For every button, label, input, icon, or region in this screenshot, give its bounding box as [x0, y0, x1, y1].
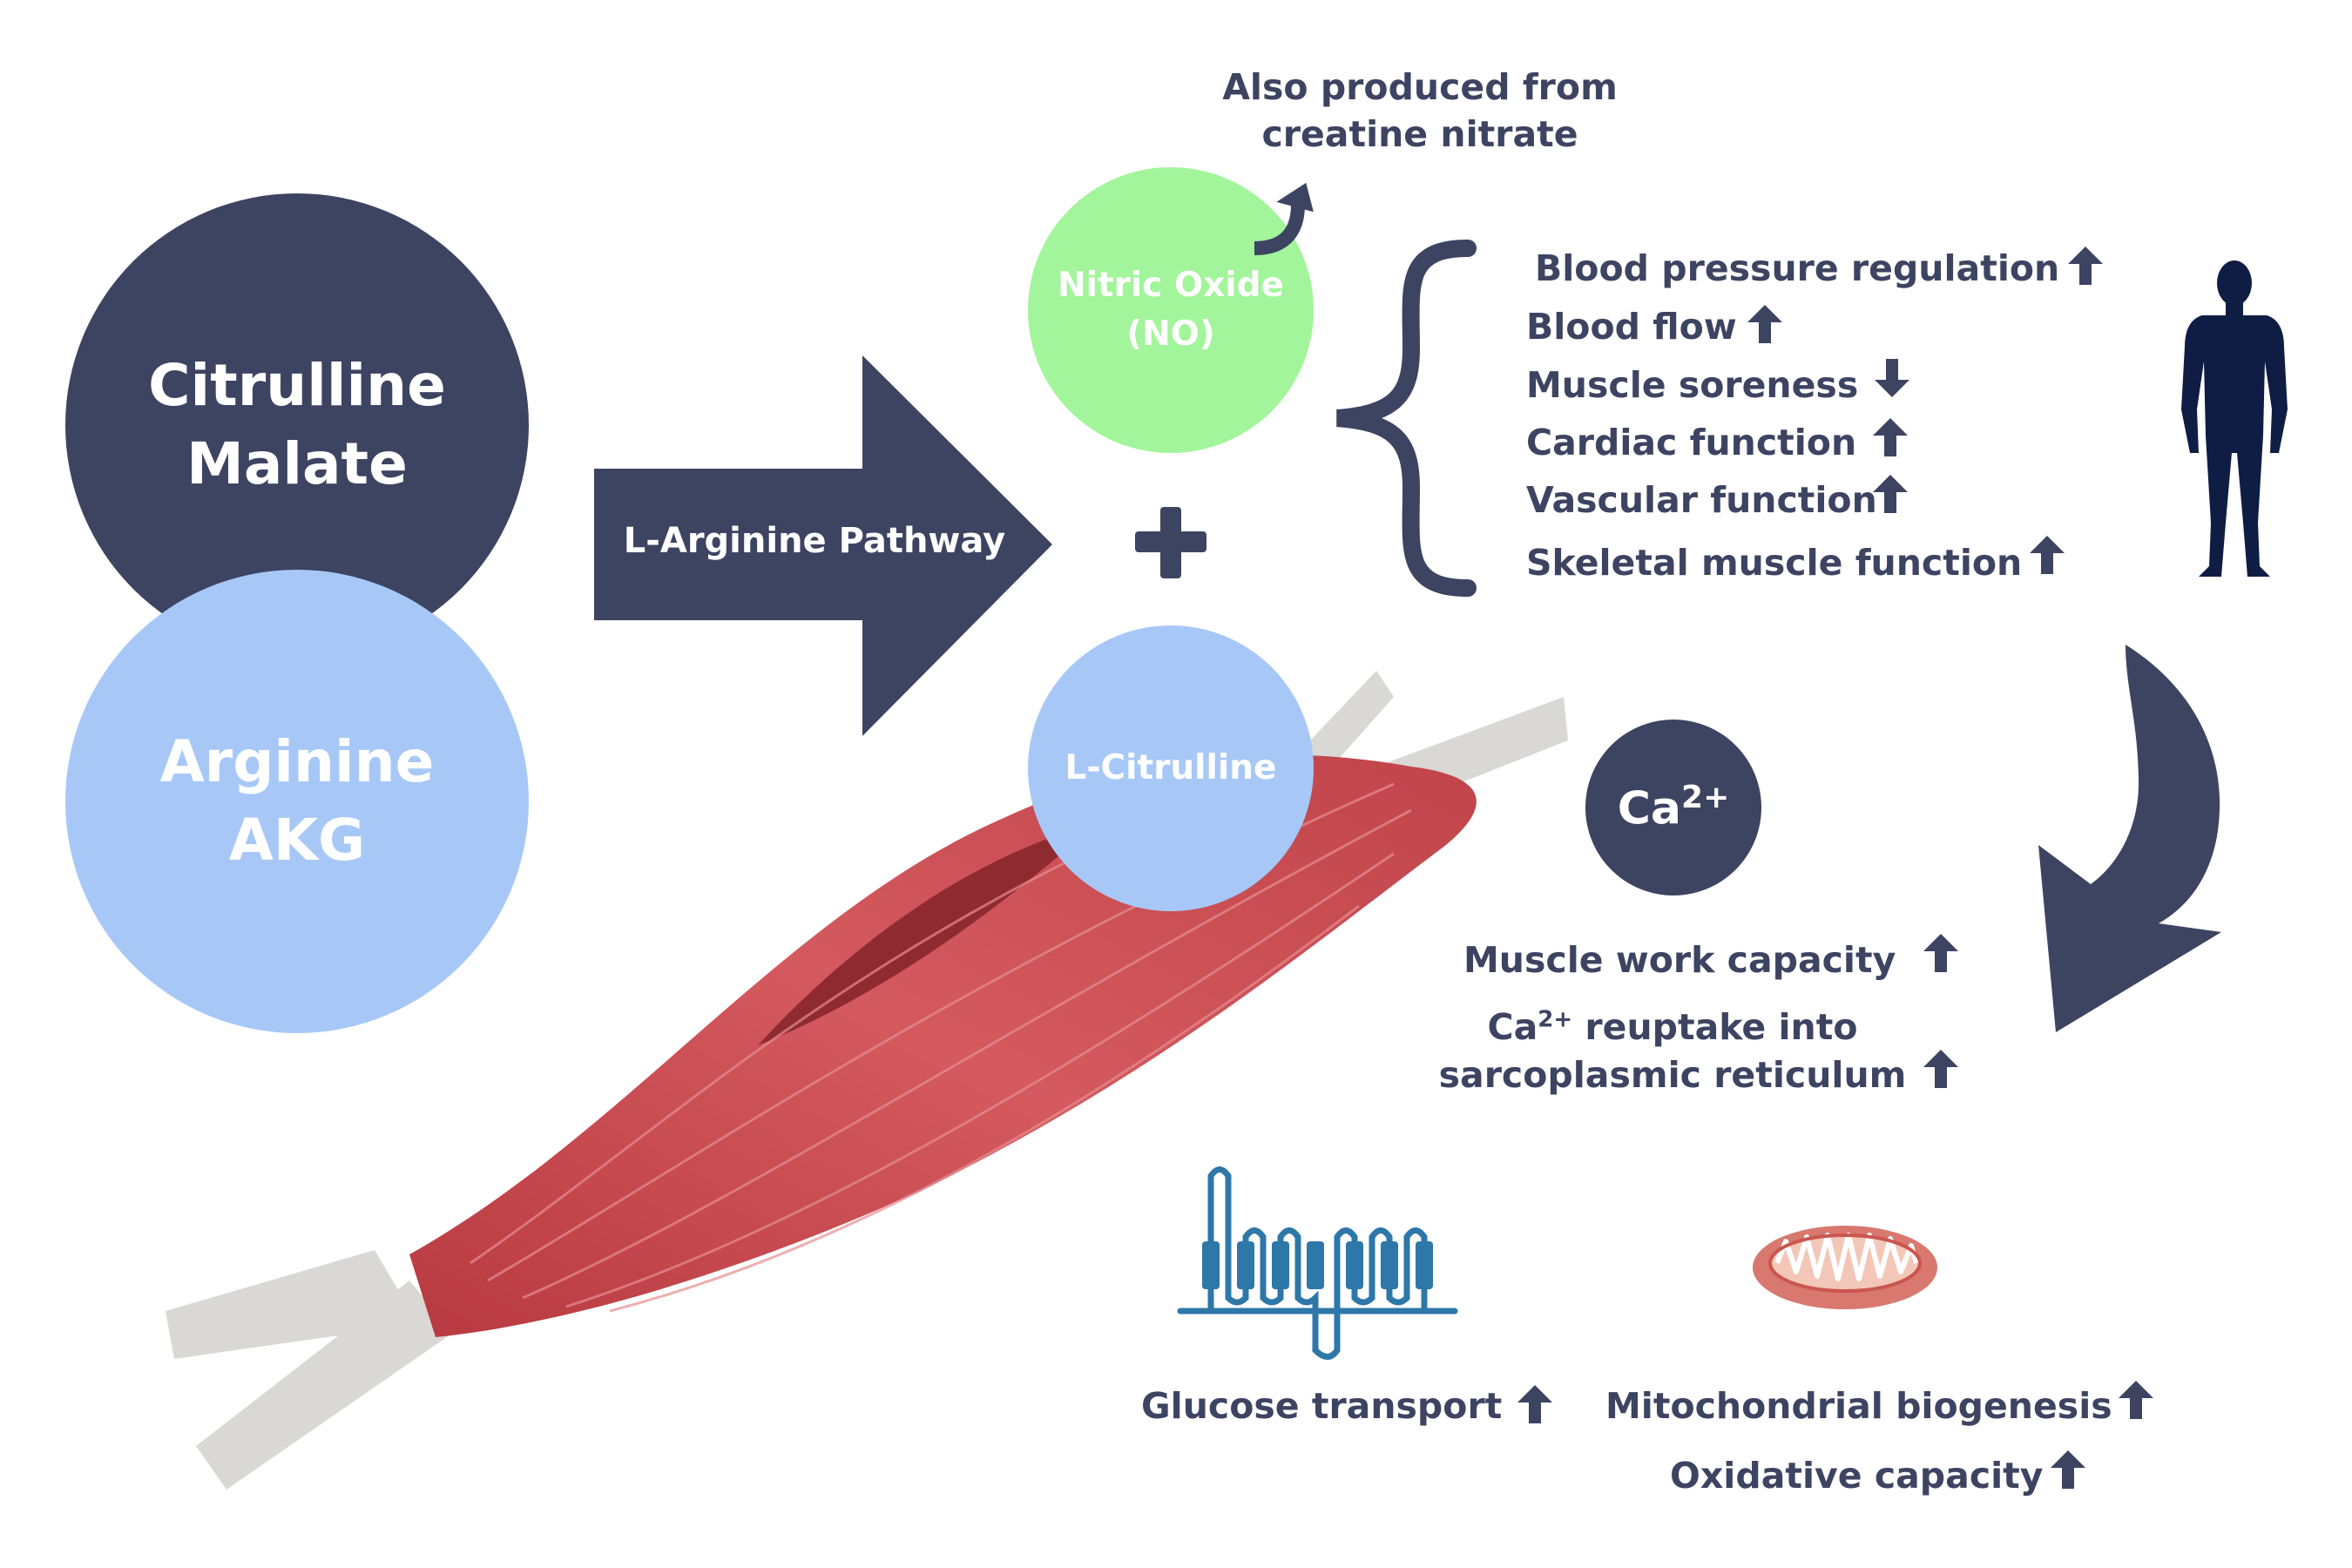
effect-skeletal-muscle: Skeletal muscle function [1526, 542, 2023, 584]
pathway-label: L-Arginine Pathway [623, 521, 1006, 561]
up-arrow-icon [2068, 247, 2103, 285]
malate-label: Malate [186, 430, 408, 497]
up-arrow-icon [1923, 1050, 1958, 1088]
arginine-akg-circle: Arginine AKG [65, 570, 529, 1033]
up-arrow-icon [1517, 1385, 1552, 1423]
effect-reuptake-line2: sarcoplasmic reticulum [1438, 1054, 1907, 1096]
calcium-circle: Ca2+ [1585, 720, 1761, 896]
effect-oxidative-capacity: Oxidative capacity [1670, 1455, 2044, 1497]
effect-vascular-function: Vascular function [1526, 479, 1877, 521]
nitric-oxide-abbr: (NO) [1126, 314, 1215, 354]
creatine-note-line1: Also produced from [1222, 66, 1618, 108]
citrulline-label: Citrulline [148, 352, 446, 419]
up-arrow-icon [2119, 1381, 2153, 1419]
effect-blood-pressure: Blood pressure regulation [1535, 247, 2060, 289]
arginine-label: Arginine [159, 728, 435, 795]
l-citrulline-circle: L-Citrulline [1028, 625, 1314, 911]
nitric-oxide-label: Nitric Oxide [1058, 266, 1284, 305]
up-arrow-icon [1923, 934, 1958, 972]
up-arrow-icon [1747, 305, 1782, 343]
effect-cardiac-function: Cardiac function [1526, 422, 1857, 463]
creatine-note-line2: creatine nitrate [1261, 113, 1578, 155]
effect-mitochondrial-biogenesis: Mitochondrial biogenesis [1605, 1385, 2112, 1427]
effect-work-capacity: Muscle work capacity [1463, 939, 1896, 981]
effect-glucose-transport: Glucose transport [1141, 1385, 1503, 1427]
calcium-charge: 2+ [1681, 780, 1730, 816]
calcium-symbol: Ca [1617, 782, 1682, 835]
up-arrow-icon [1873, 418, 1908, 456]
effect-blood-flow: Blood flow [1526, 306, 1737, 348]
down-arrow-icon [1875, 359, 1909, 397]
up-arrow-icon [2030, 536, 2065, 574]
nitric-oxide-circle: Nitric Oxide (NO) [1028, 167, 1314, 453]
up-arrow-icon [1873, 475, 1908, 513]
l-citrulline-label: L-Citrulline [1064, 748, 1277, 787]
akg-label: AKG [228, 807, 366, 874]
effect-muscle-soreness: Muscle soreness [1526, 364, 1859, 406]
up-arrow-icon [2051, 1450, 2085, 1489]
effect-reuptake-line1: Ca2+ reuptake into [1487, 1006, 1858, 1048]
